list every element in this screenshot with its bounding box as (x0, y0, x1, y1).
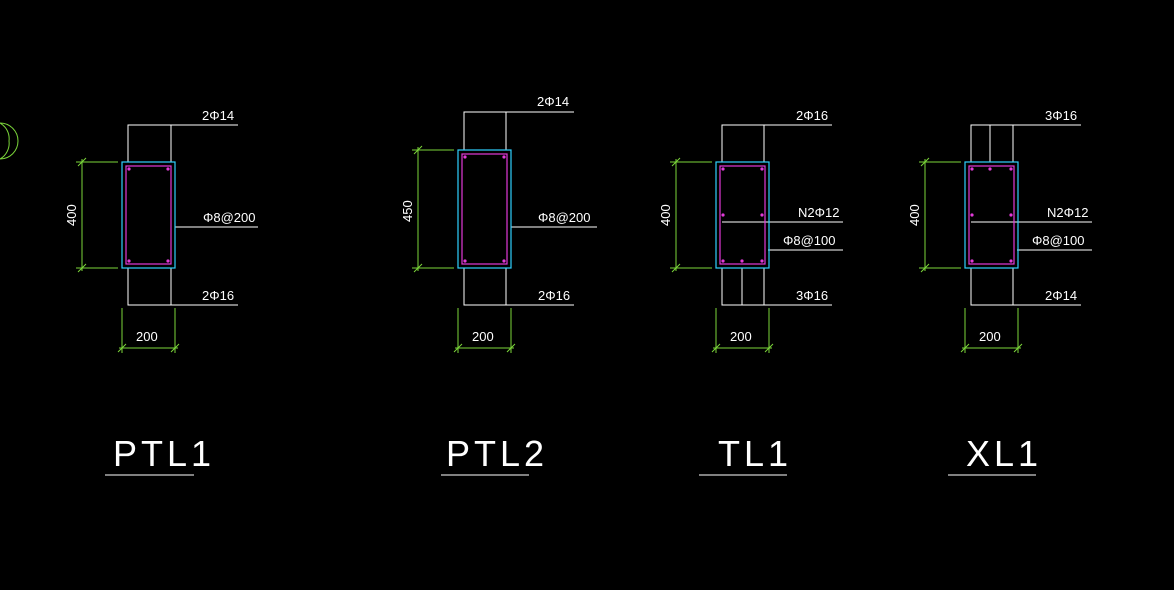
width-dim-label: 200 (472, 329, 494, 344)
section-xl1: 3Φ16 N2Φ12 Φ8@100 2Φ14 200 400 XL1 (907, 108, 1092, 476)
width-dim-label: 200 (730, 329, 752, 344)
dim-v-tick-bottom (671, 263, 681, 273)
height-dim-label: 450 (400, 200, 415, 222)
leader-top (463, 111, 574, 150)
stirrup (125, 165, 172, 265)
rebar-mid-right (760, 213, 764, 217)
height-dim-label: 400 (658, 204, 673, 226)
concrete-outline (121, 161, 176, 269)
top-rebar-label: 2Φ16 (796, 108, 828, 123)
bottom-rebar-label: 2Φ16 (202, 288, 234, 303)
rebar-bottom-left (127, 259, 131, 263)
dim-v-tick-bottom (77, 263, 87, 273)
width-dim-label: 200 (979, 329, 1001, 344)
leader-bottom (127, 268, 238, 306)
dim-v-tick-top (671, 157, 681, 167)
dim-h-tick-left (960, 343, 970, 353)
leader-bottom (970, 268, 1081, 306)
rebar-bottom-right (1009, 259, 1013, 263)
rebar-bottom-left (970, 259, 974, 263)
leader-top (127, 124, 238, 162)
concrete-outline (715, 161, 770, 269)
section-tl1: 2Φ16 N2Φ12 Φ8@100 3Φ16 200 400 TL1 (658, 108, 843, 476)
stirrup-label: Φ8@100 (1032, 233, 1085, 248)
section-ptl2: 2Φ14 Φ8@200 2Φ16 200 450 PTL2 (400, 94, 597, 476)
rebar-top-right (166, 167, 170, 171)
rebar-mid-left (721, 213, 725, 217)
dim-h-tick-right (764, 343, 774, 353)
top-rebar-label: 3Φ16 (1045, 108, 1077, 123)
leader-top (970, 124, 1081, 162)
leader-bottom (721, 268, 832, 306)
bottom-rebar-label: 3Φ16 (796, 288, 828, 303)
rebar-top-right (1009, 167, 1013, 171)
rebar-top-left (127, 167, 131, 171)
rebar-bottom-mid (740, 259, 744, 263)
stirrup (461, 153, 508, 265)
concrete-outline (964, 161, 1019, 269)
rebar-top-left (463, 155, 467, 159)
dim-v-tick-top (920, 157, 930, 167)
height-dim-label: 400 (64, 204, 79, 226)
leader-top (721, 124, 832, 162)
rebar-bottom-left (721, 259, 725, 263)
circle-mark (0, 122, 19, 160)
section-title: PTL2 (446, 433, 548, 474)
dim-h-tick-left (711, 343, 721, 353)
stirrup-label: Φ8@200 (538, 210, 591, 225)
dim-h-tick-right (170, 343, 180, 353)
stirrup-label: Φ8@200 (203, 210, 256, 225)
stirrup (719, 165, 766, 265)
dim-v-tick-bottom (920, 263, 930, 273)
height-dim-label: 400 (907, 204, 922, 226)
rebar-top-right (760, 167, 764, 171)
rebar-mid-right (1009, 213, 1013, 217)
section-title: XL1 (966, 433, 1042, 474)
rebar-top-left (721, 167, 725, 171)
stirrup (968, 165, 1015, 265)
middle-rebar-label: N2Φ12 (1047, 205, 1088, 220)
section-ptl1: 2Φ14 Φ8@200 2Φ16 200 400 PTL1 (64, 108, 258, 476)
stirrup-label: Φ8@100 (783, 233, 836, 248)
dim-h-tick-right (506, 343, 516, 353)
section-title: TL1 (718, 433, 792, 474)
concrete-outline (457, 149, 512, 269)
bottom-rebar-label: 2Φ14 (1045, 288, 1077, 303)
dim-h-tick-left (453, 343, 463, 353)
dim-h-tick-right (1013, 343, 1023, 353)
rebar-bottom-right (502, 259, 506, 263)
rebar-bottom-left (463, 259, 467, 263)
rebar-mid-left (970, 213, 974, 217)
rebar-top-right (502, 155, 506, 159)
rebar-top-mid (988, 167, 992, 171)
rebar-bottom-right (166, 259, 170, 263)
dim-v-tick-top (77, 157, 87, 167)
dim-v-tick-top (413, 145, 423, 155)
top-rebar-label: 2Φ14 (202, 108, 234, 123)
rebar-bottom-right (760, 259, 764, 263)
rebar-top-left (970, 167, 974, 171)
middle-rebar-label: N2Φ12 (798, 205, 839, 220)
leader-bottom (463, 268, 574, 306)
section-title: PTL1 (113, 433, 215, 474)
bottom-rebar-label: 2Φ16 (538, 288, 570, 303)
width-dim-label: 200 (136, 329, 158, 344)
top-rebar-label: 2Φ14 (537, 94, 569, 109)
dim-h-tick-left (117, 343, 127, 353)
dim-v-tick-bottom (413, 263, 423, 273)
